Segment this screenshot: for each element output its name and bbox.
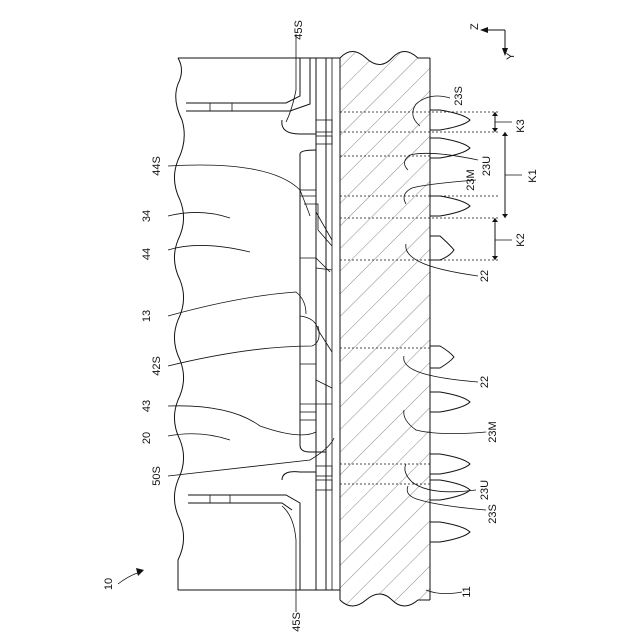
z-arrowhead-icon [480, 27, 488, 33]
axis-indicator: Z Y [469, 23, 517, 60]
label-43: 43 [141, 400, 153, 412]
reference-10-arrow [118, 568, 144, 584]
label-k2: K2 [515, 233, 527, 246]
label-45s-top: 45S [293, 20, 305, 40]
label-23s-bottom: 23S [487, 504, 499, 524]
label-13: 13 [141, 310, 153, 322]
housing-body [174, 58, 340, 590]
axis-y-label: Y [505, 52, 517, 60]
label-22-bottom: 22 [479, 376, 491, 388]
label-23u-bottom: 23U [479, 480, 491, 500]
arrowhead-icon [136, 568, 144, 576]
label-34: 34 [141, 210, 153, 222]
label-20: 20 [141, 432, 153, 444]
label-50s: 50S [151, 466, 163, 486]
leader-lines [168, 34, 486, 612]
label-23m-bottom: 23M [487, 421, 499, 442]
label-42s: 42S [151, 356, 163, 376]
label-10: 10 [103, 578, 115, 590]
label-23m-top: 23M [465, 169, 477, 190]
inner-member [282, 120, 326, 480]
base-member [340, 40, 432, 610]
label-44: 44 [141, 248, 153, 260]
label-22-top: 22 [479, 270, 491, 282]
label-k1: K1 [527, 169, 539, 182]
axis-z-label: Z [469, 23, 481, 30]
protrusions [430, 110, 470, 542]
label-23s-top: 23S [453, 86, 465, 106]
label-23u-top: 23U [481, 156, 493, 176]
label-44s: 44S [151, 156, 163, 176]
label-k3: K3 [515, 119, 527, 132]
label-11: 11 [461, 586, 473, 597]
label-45s-bottom: 45S [291, 612, 303, 632]
